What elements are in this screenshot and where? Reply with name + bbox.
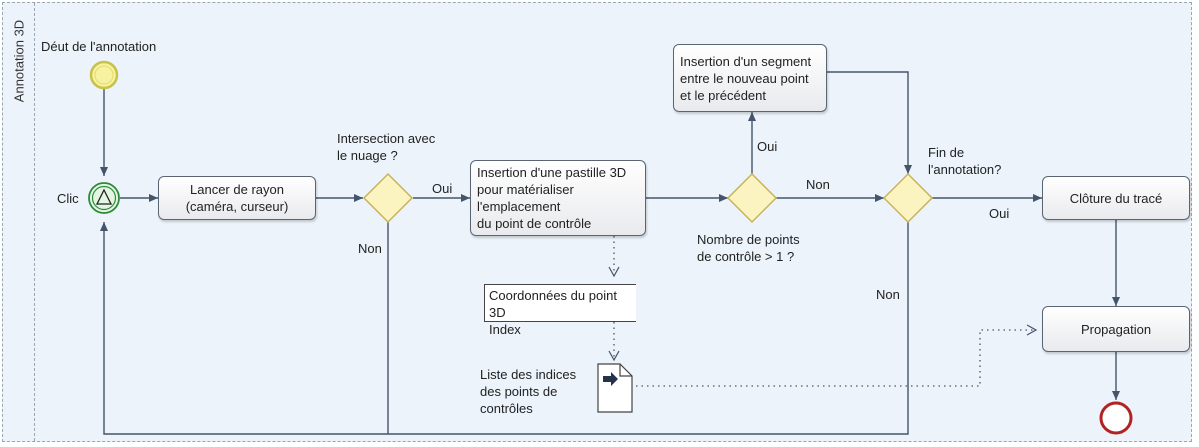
points-gateway (726, 172, 778, 224)
flow-label-non-2: Non (806, 177, 830, 192)
flow-segment-to-gateway3 (827, 71, 912, 174)
close-trace-task-label: Clôture du tracé (1069, 190, 1163, 206)
end-event-circle (1099, 401, 1133, 435)
intersection-question: Intersection avec le nuage ? (337, 131, 436, 163)
flow-label-oui-1: Oui (432, 181, 453, 196)
close-trace-task: Clôture du tracé (1042, 176, 1190, 220)
end-gateway (882, 172, 934, 224)
insert-pad-task-label: Insertion d'une pastille 3D pour matéria… (477, 165, 627, 231)
raycast-task-label: Lancer de rayon (caméra, curseur) (185, 182, 289, 214)
flow-label-oui-3: Oui (989, 206, 1010, 221)
flow-label-oui-2: Oui (757, 139, 778, 154)
insert-pad-task: Insertion d'une pastille 3D pour matéria… (470, 160, 646, 236)
indices-store-label: Liste des indices des points de contrôle… (480, 367, 577, 416)
click-event-icon (88, 182, 120, 214)
propagation-task: Propagation (1042, 306, 1190, 352)
flow-label-non-1: Non (358, 241, 382, 256)
propagation-task-label: Propagation (1080, 321, 1152, 337)
intersection-gateway (362, 172, 414, 224)
flow-gateway3-non (100, 222, 909, 435)
end-question: Fin de l'annotation? (928, 145, 1002, 177)
assoc-store-to-propagation (636, 324, 1038, 387)
click-event-label: Clic (57, 191, 79, 206)
flow-label-non-3: Non (876, 287, 900, 302)
lane-strip (3, 3, 35, 441)
insert-segment-task-label: Insertion d'un segment entre le nouveau … (680, 53, 812, 103)
indices-store-document (597, 363, 633, 413)
start-event-label: Déut de l'annotation (41, 39, 157, 54)
arrow-icon (603, 372, 618, 386)
raycast-task: Lancer de rayon (caméra, curseur) (158, 176, 316, 220)
points-question: Nombre de points de contrôle > 1 ? (697, 232, 800, 264)
coordinates-data-object: Coordonnées du point 3D Index (484, 284, 636, 337)
insert-segment-task: Insertion d'un segment entre le nouveau … (673, 44, 827, 112)
